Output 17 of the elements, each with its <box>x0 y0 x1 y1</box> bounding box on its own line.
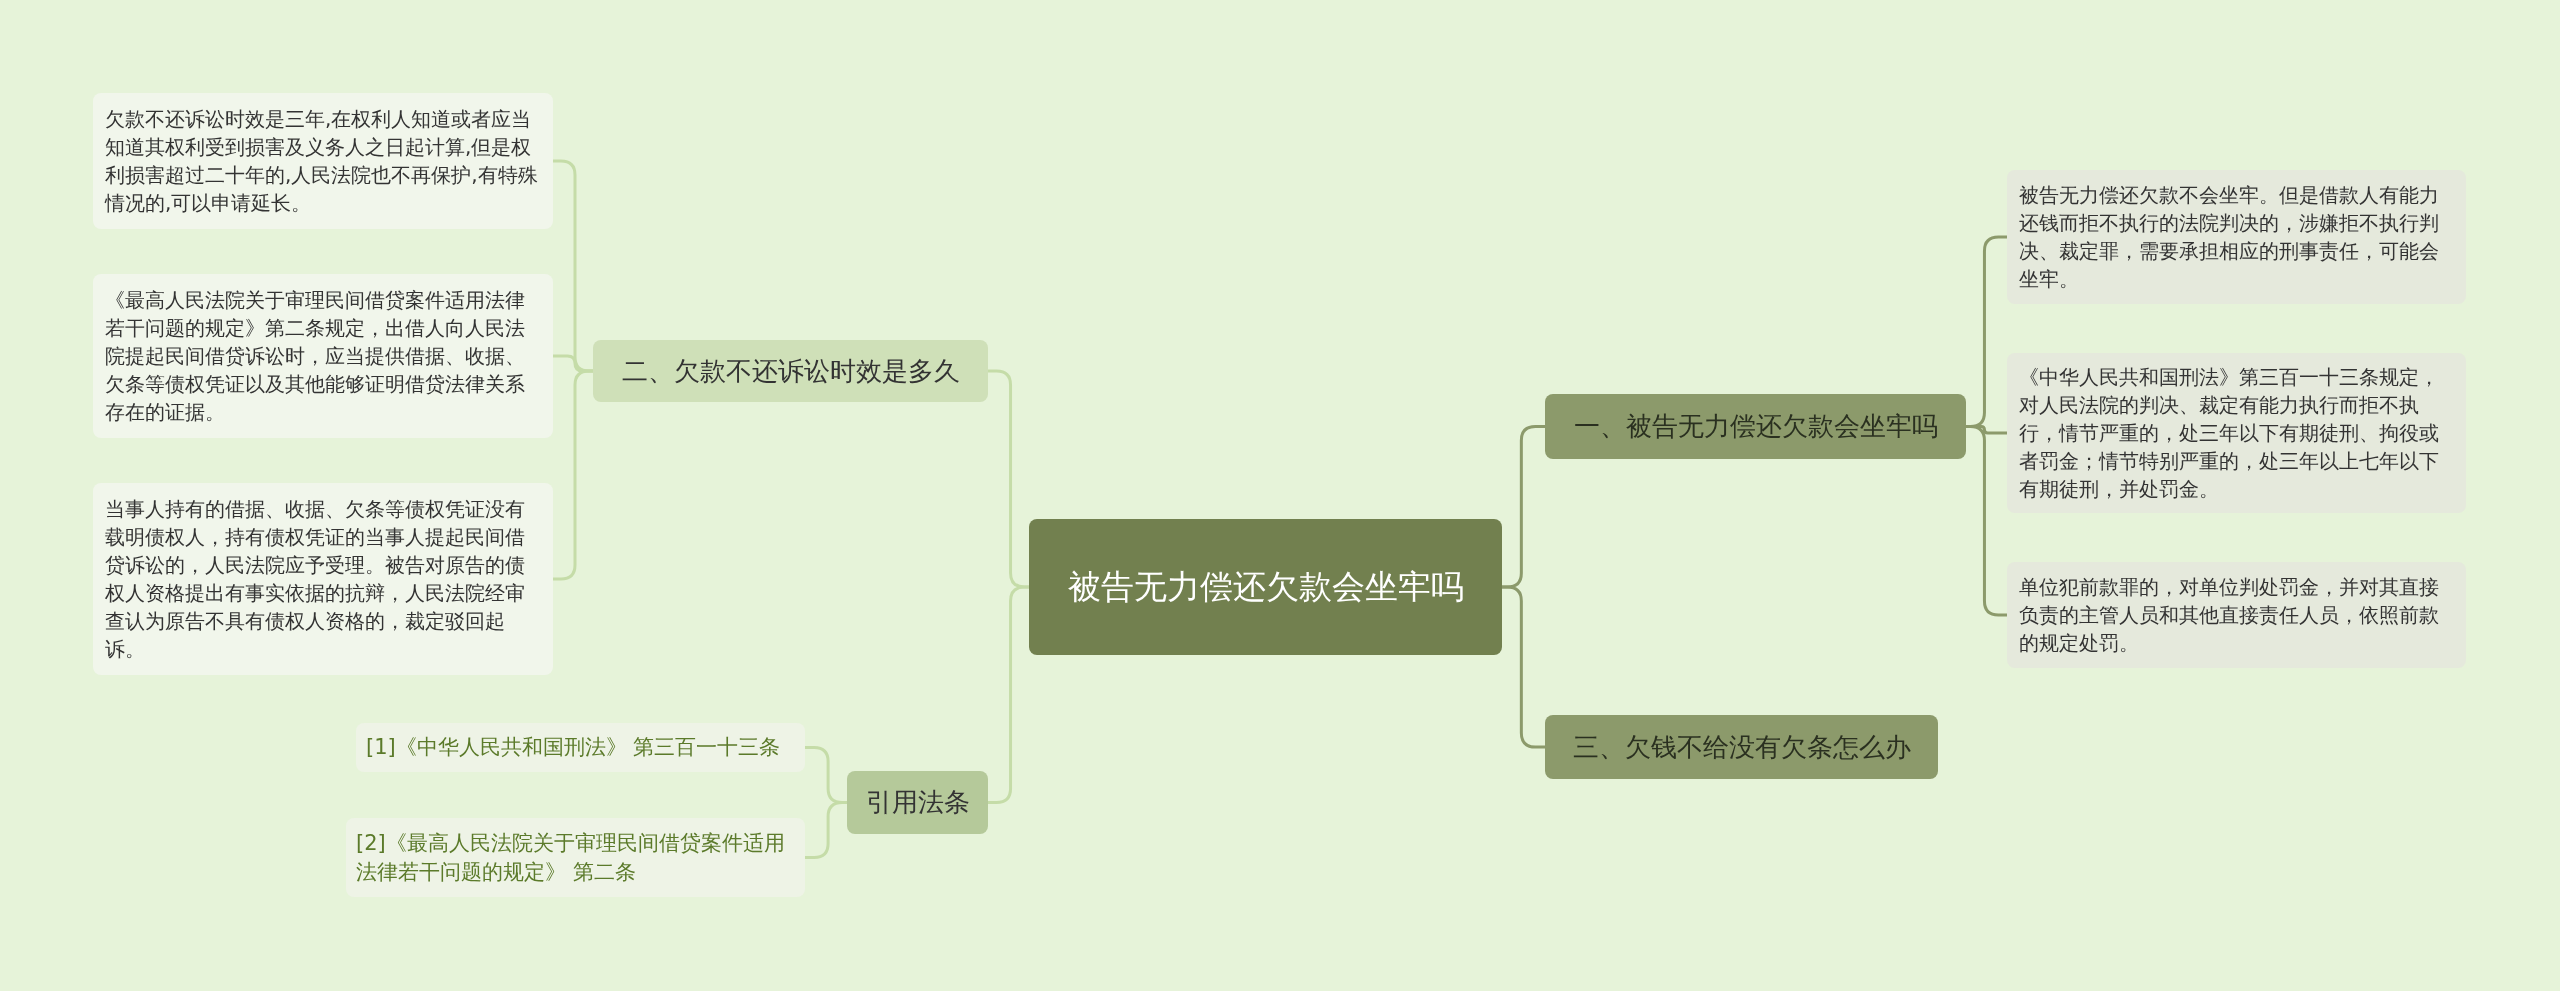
reference-card: [2]《最高人民法院关于审理民间借贷案件适用法律若干问题的规定》 第二条 <box>346 818 805 897</box>
central-topic: 被告无力偿还欠款会坐牢吗 <box>1029 519 1502 655</box>
note-card: 单位犯前款罪的，对单位判处罚金，并对其直接负责的主管人员和其他直接责任人员，依照前款的规定处罚。 <box>2007 562 2466 668</box>
note-card: 被告无力偿还欠款不会坐牢。但是借款人有能力还钱而拒不执行的法院判决的，涉嫌拒不执行判决、裁定罪，需要承担相应的刑事责任，可能会坐牢。 <box>2007 170 2466 304</box>
note-card: 当事人持有的借据、收据、欠条等债权凭证没有载明债权人，持有债权凭证的当事人提起民间借贷诉讼的，人民法院应予受理。被告对原告的债权人资格提出有事实依据的抗辩，人民法院经审查认为原告不具有债权人资格的，裁定驳回起诉。 <box>93 483 553 675</box>
note-card: 欠款不还诉讼时效是三年,在权利人知道或者应当知道其权利受到损害及义务人之日起计算,但是权利损害超过二十年的,人民法院也不再保护,有特殊情况的,可以申请延长。 <box>93 93 553 229</box>
reference-card: [1]《中华人民共和国刑法》 第三百一十三条 <box>356 723 805 772</box>
note-card: 《最高人民法院关于审理民间借贷案件适用法律若干问题的规定》第二条规定，出借人向人民法院提起民间借贷诉讼时，应当提供借据、收据、欠条等债权凭证以及其他能够证明借贷法律关系存在的证据。 <box>93 274 553 438</box>
branch-topic: 引用法条 <box>847 771 988 834</box>
branch-topic: 二、欠款不还诉讼时效是多久 <box>593 340 988 402</box>
branch-topic: 一、被告无力偿还欠款会坐牢吗 <box>1545 394 1966 459</box>
connector-line <box>988 585 1029 804</box>
note-card: 《中华人民共和国刑法》第三百一十三条规定，对人民法院的判决、裁定有能力执行而拒不执行，情节严重的，处三年以下有期徒刑、拘役或者罚金；情节特别严重的，处三年以上七年以下有期徒刑，并处罚金。 <box>2007 353 2466 513</box>
connector-line <box>553 369 593 581</box>
branch-topic: 三、欠钱不给没有欠条怎么办 <box>1545 715 1938 779</box>
connector-line <box>1966 425 2007 617</box>
connector-line <box>1502 585 1545 749</box>
